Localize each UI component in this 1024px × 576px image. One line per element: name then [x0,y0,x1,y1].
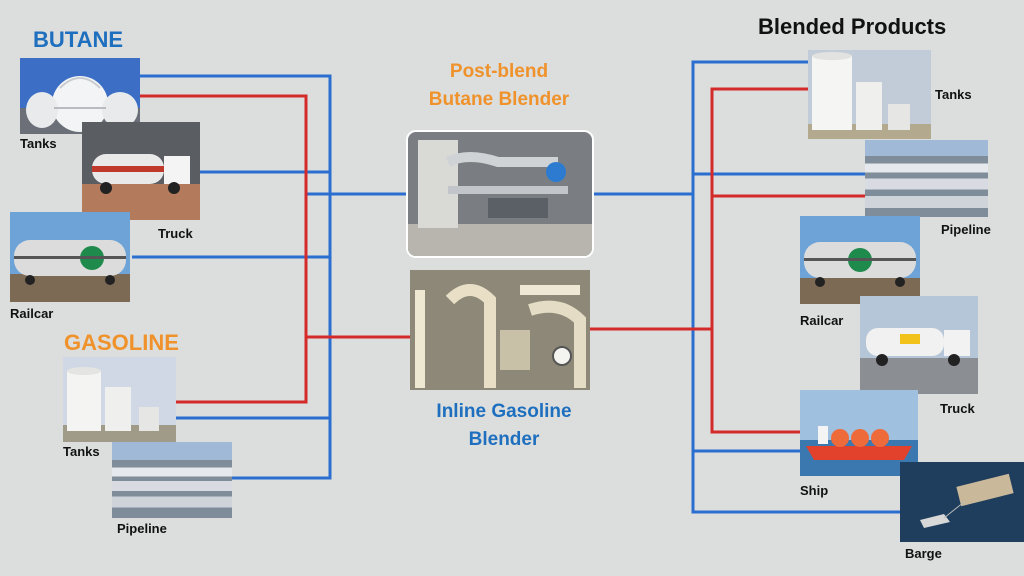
dest-tanks-label: Tanks [935,87,972,102]
butane-trunk-line [140,74,332,480]
inline-title-line2: Blender [468,429,540,450]
gasoline-trunk-line [140,94,308,404]
dest-ship-label: Ship [800,483,829,498]
gasoline-heading: GASOLINE [64,330,179,355]
dest-ship-photo [800,390,918,476]
post-blend-title-line1: Post-blend [449,61,549,82]
gasoline-pipeline-label: Pipeline [117,521,167,536]
inline-title-line1: Inline Gasoline [436,401,572,422]
gasoline-pipeline-photo [112,442,232,518]
dest-barge-photo [900,462,1024,542]
butane-truck-label: Truck [158,226,193,241]
gasoline-tanks-label: Tanks [63,444,100,459]
dest-barge-label: Barge [905,546,942,561]
dest-pipeline-label: Pipeline [941,222,991,237]
gasoline-lines [140,87,865,434]
blended-products-heading: Blended Products [758,14,947,39]
butane-tanks-label: Tanks [20,136,57,151]
dest-truck-photo [860,296,978,394]
butane-heading: BUTANE [33,27,124,52]
post-blend-title: Post-blend Butane Blender [404,58,594,114]
post-blend-title-line2: Butane Blender [428,89,570,110]
butane-railcar-label: Railcar [10,306,54,321]
butane-spherical-tanks-photo [20,58,140,134]
blend-out-trunk-line [691,60,900,514]
dest-tanks-photo [808,50,931,139]
post-blend-butane-blender-photo [406,130,594,258]
gasoline-tanks-photo [63,357,176,442]
butane-truck-photo [82,122,200,220]
butane-lines [132,60,900,514]
inline-gasoline-blender-photo [410,270,590,390]
dest-truck-label: Truck [940,401,975,416]
dest-pipeline-photo [865,140,988,217]
inline-blender-title: Inline Gasoline Blender [404,398,604,454]
butane-railcar-photo [10,212,130,302]
red-out-trunk-line [710,87,808,434]
dest-railcar-photo [800,216,920,304]
dest-railcar-label: Railcar [800,313,844,328]
